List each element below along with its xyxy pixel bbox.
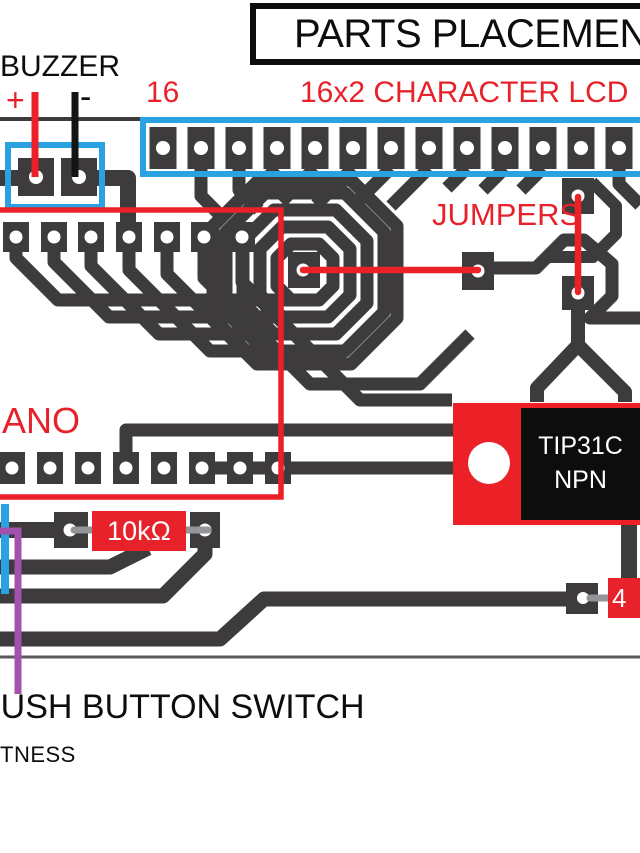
lcd-pin16-label: 16 bbox=[146, 76, 180, 109]
nano-lower-header bbox=[0, 452, 291, 484]
resistor-10k bbox=[54, 511, 220, 551]
transistor-mounting-hole bbox=[468, 442, 510, 484]
buzzer-plus-label: + bbox=[6, 82, 25, 118]
lcd-connector-outline bbox=[140, 117, 640, 177]
push-button-label: PUSH BUTTON SWITCH bbox=[0, 688, 365, 726]
transistor-body bbox=[521, 408, 640, 520]
nano-outline bbox=[0, 207, 284, 500]
resistor-right-label: 4 bbox=[612, 582, 627, 613]
resistor-10k-label: 10kΩ bbox=[107, 515, 171, 546]
buzzer-minus-label: - bbox=[80, 78, 92, 116]
pcb-traces bbox=[0, 163, 640, 647]
brightness-label-fragment: TNESS bbox=[0, 742, 76, 767]
buzzer-label: BUZZER bbox=[0, 50, 120, 83]
transistor-label-line1: TIP31C bbox=[538, 432, 623, 461]
transistor-label-line2: NPN bbox=[554, 466, 607, 494]
buzzer-connector-outline bbox=[5, 142, 105, 210]
nano-label-fragment: ANO bbox=[2, 400, 81, 441]
diagram-title: PARTS PLACEMENT bbox=[294, 11, 640, 56]
jumpers-label: JUMPERS bbox=[432, 197, 581, 232]
title-box: PARTS PLACEMENT bbox=[250, 3, 640, 65]
purple-pointer-wire bbox=[0, 527, 22, 694]
jumpers bbox=[288, 178, 594, 310]
lcd-header bbox=[140, 117, 640, 177]
lcd-label: 16x2 CHARACTER LCD bbox=[300, 76, 629, 109]
buzzer-header bbox=[5, 92, 105, 210]
resistor-right-body bbox=[608, 578, 640, 618]
nano-upper-header bbox=[3, 222, 255, 252]
resistor-10k-body bbox=[92, 511, 186, 551]
resistor-right bbox=[566, 578, 640, 618]
transistor-tip31c bbox=[453, 403, 640, 525]
transistor-label: TIP31C NPN bbox=[521, 408, 640, 520]
